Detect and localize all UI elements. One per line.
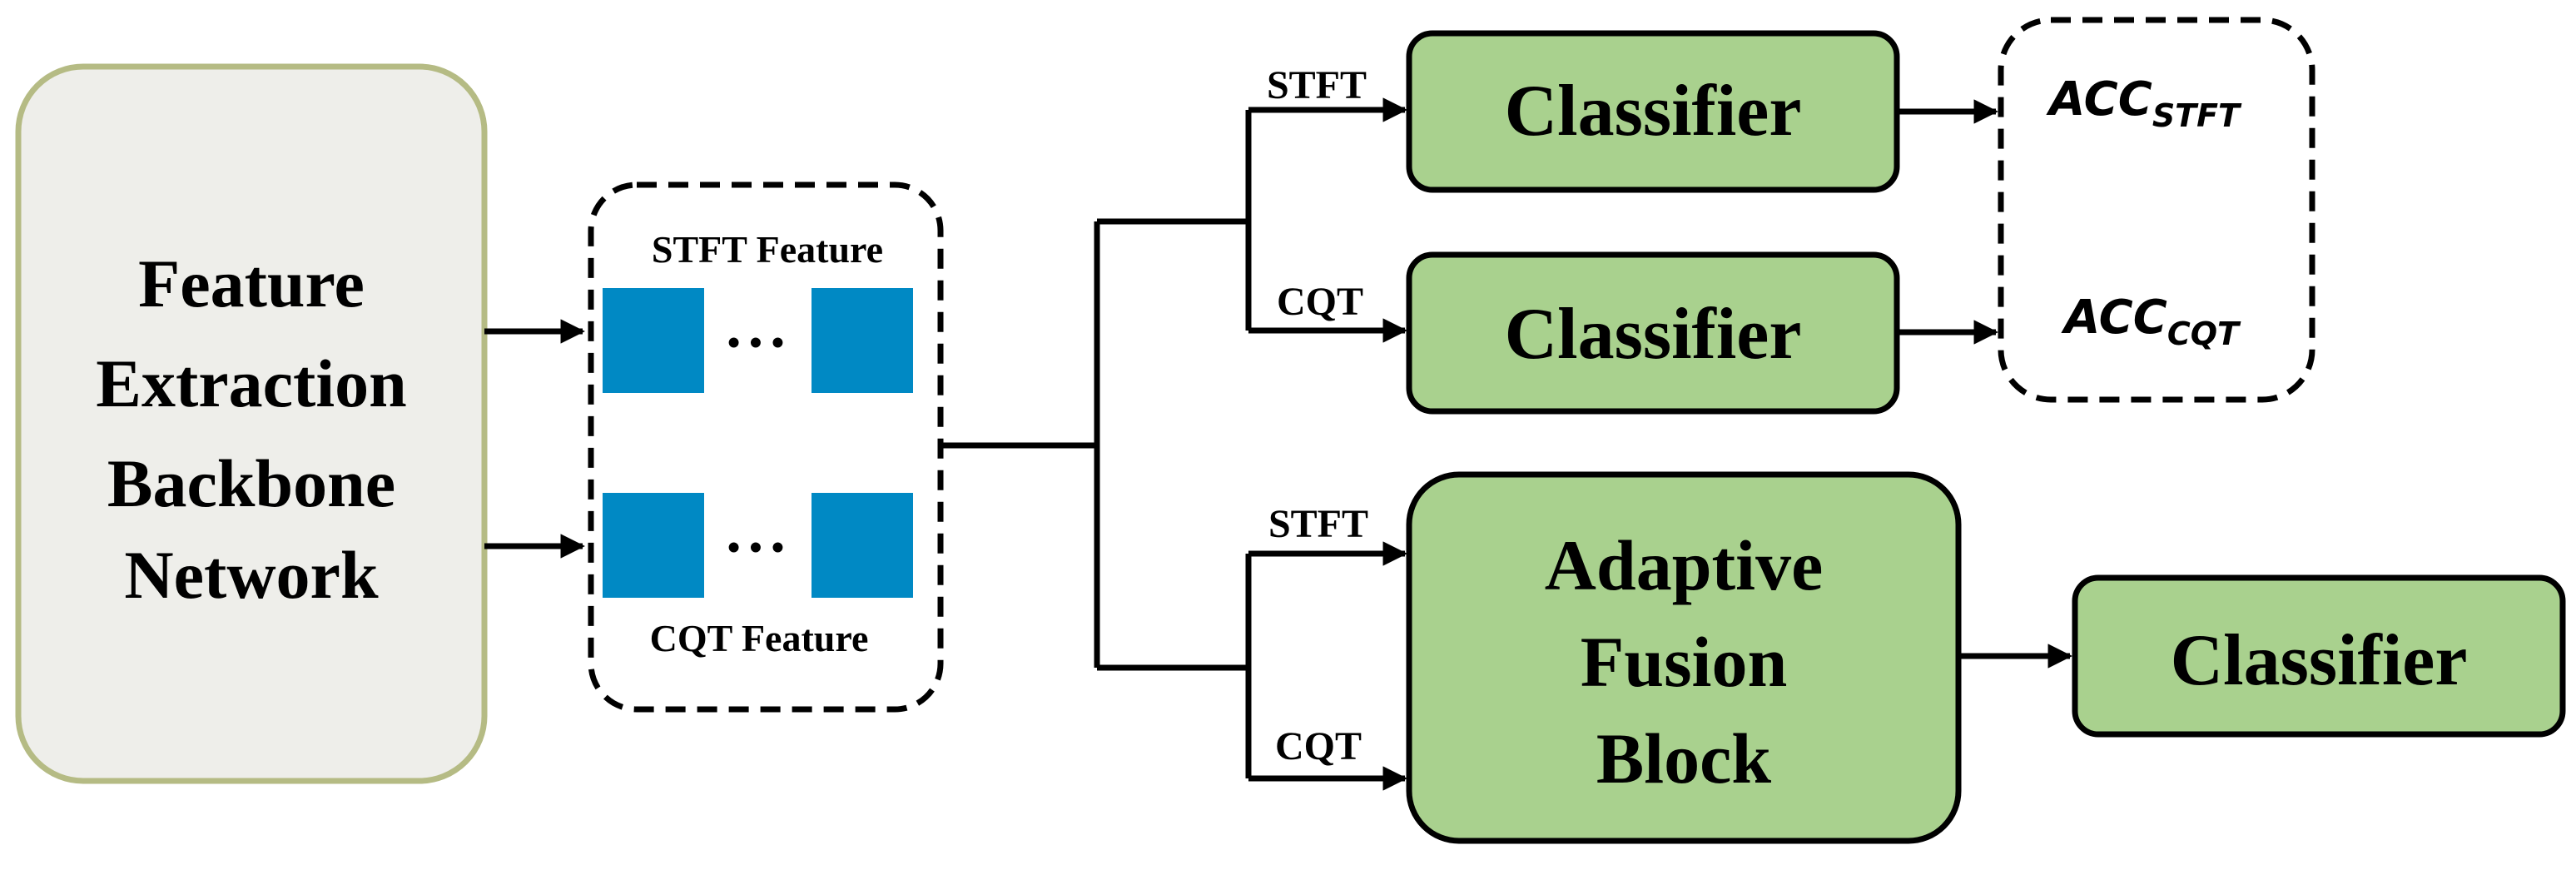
fusion-block-label-line3: Block	[1596, 718, 1771, 798]
backbone-box	[15, 63, 488, 784]
cqt-feature-block-last	[812, 493, 913, 598]
cqt-feature-label: CQT Feature	[650, 617, 869, 659]
bottom-stft-branch-label: STFT	[1268, 502, 1368, 546]
classifier-fusion-box	[2072, 574, 2566, 738]
classifier-fusion-label: Classifier	[2171, 620, 2468, 701]
acc-cqt-subscript: CQT	[2167, 316, 2241, 352]
backbone-label-line2: Extraction	[96, 346, 406, 421]
cqt-feature-ellipsis: • • •	[727, 527, 784, 568]
acc-stft-subscript: STFT	[2152, 97, 2242, 134]
cqt-feature-block-first	[603, 493, 704, 598]
classifier-stft-label: Classifier	[1505, 71, 1802, 152]
bottom-cqt-branch-label: CQT	[1275, 724, 1362, 768]
accuracy-output-container	[1998, 17, 2315, 403]
stft-feature-block-first	[603, 288, 704, 393]
backbone-label-line4: Network	[124, 537, 379, 613]
top-stft-branch-label: STFT	[1267, 63, 1367, 107]
top-cqt-branch-label: CQT	[1277, 280, 1363, 324]
acc-cqt-label: ACCCQT	[2061, 291, 2241, 352]
stft-feature-label: STFT Feature	[652, 228, 883, 271]
acc-stft-base: ACC	[2046, 72, 2152, 127]
feature-connectors	[941, 110, 1252, 778]
backbone-label-line1: Feature	[138, 246, 365, 321]
acc-cqt-base: ACC	[2061, 291, 2167, 345]
acc-stft-label: ACCSTFT	[2046, 72, 2242, 134]
fusion-block-label-line1: Adaptive	[1545, 525, 1823, 605]
stft-feature-block-last	[812, 288, 913, 393]
backbone-label-line3: Backbone	[107, 445, 395, 521]
classifier-cqt-label: Classifier	[1505, 294, 1802, 375]
stft-feature-ellipsis: • • •	[727, 322, 784, 363]
fusion-block-label-line2: Fusion	[1581, 622, 1788, 702]
